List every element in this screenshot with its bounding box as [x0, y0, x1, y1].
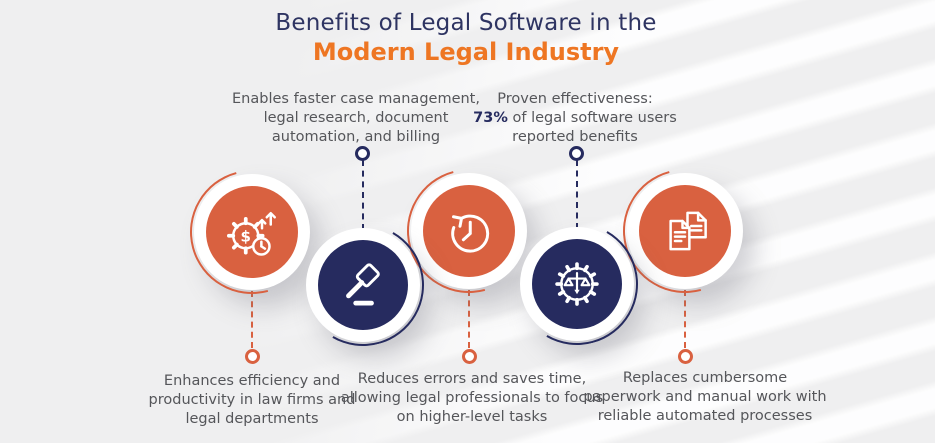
top-note-1: Enables faster case management, legal re…	[206, 90, 506, 147]
title-line-1: Benefits of Legal Software in the	[275, 10, 657, 36]
step-2-circle-fill	[318, 240, 408, 330]
page-title: Benefits of Legal Software in the Modern…	[186, 10, 746, 66]
title-line-2: Modern Legal Industry	[312, 38, 620, 66]
step-5-circle	[627, 173, 743, 289]
connector-line-bottom-1	[251, 291, 253, 348]
step-1-circle: $	[194, 174, 310, 290]
step-3-circle-fill	[423, 185, 515, 277]
bottom-note-1-line-1: Enhances efficiency and	[163, 373, 341, 389]
connector-line-bottom-3	[684, 290, 686, 348]
gear-dollar-growth-clock-icon: $	[227, 212, 276, 256]
connector-node-top-1	[355, 146, 370, 161]
step-1-circle-fill: $	[206, 186, 298, 278]
top-note-2-line-3: reported benefits	[512, 128, 638, 145]
gear-justice-scale-icon	[555, 262, 599, 306]
bottom-note-3-line-2: paperwork and manual work with	[583, 388, 827, 405]
connector-line-top-2	[576, 160, 578, 229]
step-2-circle	[306, 228, 420, 342]
time-rewind-clock-icon	[451, 214, 490, 253]
connector-node-bottom-2	[462, 349, 477, 364]
bottom-note-1-line-2: productivity in law firms and	[148, 391, 356, 408]
step-4-circle-fill	[532, 239, 622, 329]
connector-node-bottom-3	[678, 349, 693, 364]
top-note-2-line-2: of legal software users	[507, 109, 677, 126]
connector-line-bottom-2	[468, 290, 470, 348]
connector-node-bottom-1	[245, 349, 260, 364]
gavel-icon	[346, 263, 380, 306]
svg-text:$: $	[241, 227, 251, 245]
bottom-note-2-line-3: on higher-level tasks	[396, 408, 548, 425]
documents-icon	[669, 211, 707, 251]
statistic-73-percent: 73%	[473, 109, 508, 126]
step-5-circle-fill	[639, 185, 731, 277]
bottom-note-3: Replaces cumbersome paperwork and manual…	[545, 369, 865, 426]
bottom-note-2-line-1: Reduces errors and saves time,	[357, 371, 587, 387]
step-4-circle	[520, 227, 634, 341]
top-note-1-line-2: legal research, document	[263, 109, 449, 126]
bottom-note-3-line-3: reliable automated processes	[597, 407, 813, 424]
bottom-note-1-line-3: legal departments	[185, 410, 319, 427]
bottom-note-3-line-1: Replaces cumbersome	[622, 370, 788, 386]
step-3-circle	[411, 173, 527, 289]
top-note-1-line-3: automation, and billing	[271, 128, 441, 145]
bottom-note-2-line-2: allowing legal professionals to focus	[340, 389, 604, 406]
bottom-note-2: Reduces errors and saves time, allowing …	[312, 370, 632, 427]
connector-node-top-2	[569, 146, 584, 161]
bottom-note-1: Enhances efficiency and productivity in …	[102, 372, 402, 429]
top-note-2: Proven effectiveness: 73% of legal softw…	[425, 90, 725, 147]
top-note-2-line-1: Proven effectiveness:	[497, 91, 653, 107]
top-note-1-line-1: Enables faster case management,	[232, 91, 480, 107]
connector-line-top-1	[362, 160, 364, 230]
